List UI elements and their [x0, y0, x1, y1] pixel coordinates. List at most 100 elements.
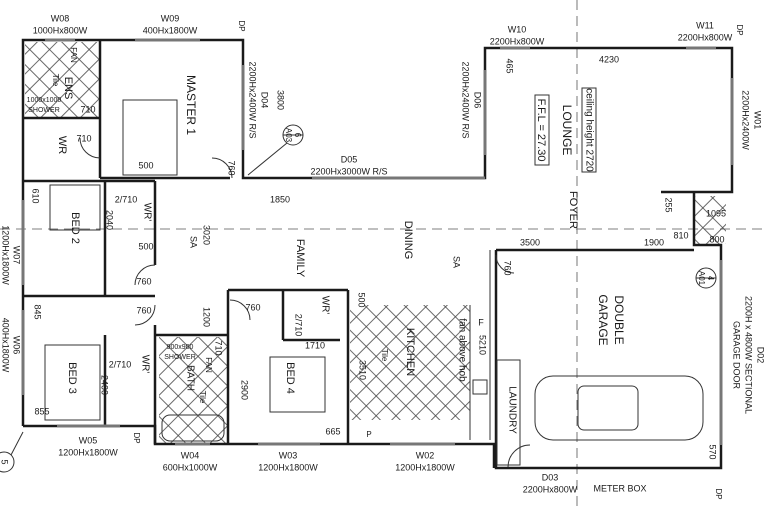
master-bed	[122, 99, 178, 176]
dimensions-d710a-label: 710	[80, 104, 95, 114]
rooms-garage-1-label: DOUBLE	[612, 295, 626, 344]
section-markers-s4-sheet-label: A01	[697, 271, 706, 286]
dimensions-d3510-label: 3510	[358, 360, 368, 380]
notes-dp4-label: DP	[714, 488, 723, 499]
openings-d03-spec-label: 2200Hx800W	[523, 484, 578, 494]
section-markers-s4-num-label: 4	[706, 276, 715, 281]
dimensions-d1710-label: 1710	[305, 340, 325, 350]
dimensions-d665-label: 665	[325, 426, 340, 436]
dimensions-d465-label: 465	[505, 58, 515, 73]
ensuite-tile	[25, 42, 99, 117]
dimensions-d2710a-label: 2/710	[115, 194, 138, 204]
dimensions-d1095-label: 1095	[706, 208, 726, 218]
internal-walls	[23, 40, 521, 466]
dimensions-d2040-label: 2040	[105, 210, 115, 230]
openings-w10-spec-label: 2200Hx800W	[490, 36, 545, 46]
rooms-bed4-label: BED 4	[284, 362, 296, 394]
section-marker-4	[695, 267, 717, 289]
dimensions-d5210-label: 5210	[478, 335, 488, 355]
notes-dp1-label: DP	[237, 20, 246, 31]
notes-shower2-label: 900x900	[167, 344, 194, 351]
hob	[472, 379, 488, 395]
openings-w08-id-label: W08	[51, 13, 70, 23]
kitchen-tile	[350, 305, 470, 420]
openings-w02-id-label: W02	[416, 450, 435, 460]
rooms-master1-label: MASTER 1	[184, 75, 198, 135]
notes-dp3-label: DP	[132, 432, 141, 443]
notes-sa1-label: SA	[189, 236, 199, 248]
openings-w01-id-label: W01	[753, 111, 763, 130]
rooms-bath-label: BATH	[184, 365, 195, 391]
rooms-wr4-label: WR'	[319, 296, 330, 315]
notes-pantry-label: P	[366, 430, 371, 439]
dimensions-d500a-label: 500	[138, 160, 153, 170]
rooms-bed3-label: BED 3	[66, 362, 78, 394]
dimensions-d500b-label: 500	[138, 241, 153, 251]
openings-w10-id-label: W10	[508, 24, 527, 34]
dimensions-d3020-label: 3020	[202, 225, 212, 245]
openings-w04-spec-label: 600Hx1000W	[163, 462, 218, 472]
rooms-garage-2-label: GARAGE	[596, 294, 610, 345]
section-marker-6	[247, 124, 304, 176]
dimensions-d2900-label: 2900	[240, 380, 250, 400]
openings-w04-id-label: W04	[181, 450, 200, 460]
rooms-wr1-label: WR	[56, 136, 68, 154]
door-swings	[79, 137, 531, 468]
openings-w03-id-label: W03	[279, 450, 298, 460]
notes-tile1-label: Tile	[51, 74, 60, 87]
dimensions-d710b-label: 710	[76, 133, 91, 143]
notes-fan-hob-label: fan above hob	[456, 318, 467, 382]
rooms-foyer-label: FOYER	[567, 191, 579, 229]
bed4-bed	[269, 356, 326, 413]
openings-d06-id-label: D06	[473, 92, 483, 109]
dimensions-d710c-label: 710	[214, 340, 224, 355]
dimensions-d2710b-label: 2/710	[109, 359, 132, 369]
notes-meter-box-label: METER BOX	[593, 483, 646, 493]
bath-tile	[159, 337, 227, 443]
notes-fridge-label: F	[478, 317, 484, 327]
notes-ffl-label: F.F.L = 27.30	[535, 99, 547, 162]
notes-dp2-label: DP	[735, 24, 744, 35]
section-markers-s5-num-label: 5	[0, 459, 10, 464]
openings-d06-spec-label: 2200Hx2400W R/S	[461, 61, 471, 138]
openings-w07-id-label: W07	[12, 246, 22, 265]
openings-d04-id-label: D04	[260, 92, 270, 109]
notes-tile3-label: Tile	[380, 349, 389, 362]
car	[534, 375, 704, 441]
rooms-wr3-label: WR'	[139, 355, 150, 374]
dimensions-d2710c-label: 2/710	[294, 314, 304, 337]
dimensions-d855-label: 855	[34, 406, 49, 416]
dimensions-d760b-label: 760	[136, 276, 151, 286]
rooms-wr2-label: WR'	[141, 203, 152, 222]
openings-d02-spec2-label: GARAGE DOOR	[732, 321, 742, 390]
dimensions-d760e-label: 760	[503, 260, 513, 275]
openings-w08-spec-label: 1000Hx800W	[33, 25, 88, 35]
ffl-note-box	[534, 94, 550, 166]
openings-w07-spec-label: 1200Hx1800W	[1, 225, 11, 285]
porch-tile	[694, 196, 726, 244]
rooms-family-label: FAMILY	[294, 239, 306, 278]
window-marks	[21, 38, 734, 446]
notes-shower2b-label: SHOWER	[164, 354, 196, 361]
openings-w11-spec-label: 2200Hx800W	[678, 32, 733, 42]
rooms-dining-label: DINING	[402, 221, 414, 260]
bathtub	[161, 414, 225, 442]
rooms-bed2-label: BED 2	[69, 212, 81, 244]
openings-d05-id-label: D05	[341, 154, 358, 164]
dimensions-d255-label: 255	[664, 197, 674, 212]
car-roof	[577, 385, 639, 431]
bed3-bed	[44, 344, 101, 421]
openings-w05-spec-label: 1200Hx1800W	[58, 447, 118, 457]
openings-w06-spec-label: 400Hx1800W	[1, 318, 11, 373]
dimensions-d845-label: 845	[33, 304, 43, 319]
openings-d02-id-label: D02	[756, 347, 766, 364]
openings-d02-spec-label: 2200H x 4800W SECTIONAL	[744, 296, 754, 414]
section-markers-s6-num-label: 6	[293, 133, 302, 138]
notes-fan2-label: FAN	[204, 357, 213, 373]
dimensions-d760a-label: 760	[227, 160, 237, 175]
openings-w03-spec-label: 1200Hx1800W	[258, 462, 318, 472]
openings-w06-id-label: W06	[12, 336, 22, 355]
notes-shower1-label: 1000x1000	[27, 97, 62, 104]
openings-w02-spec-label: 1200Hx1800W	[395, 462, 455, 472]
